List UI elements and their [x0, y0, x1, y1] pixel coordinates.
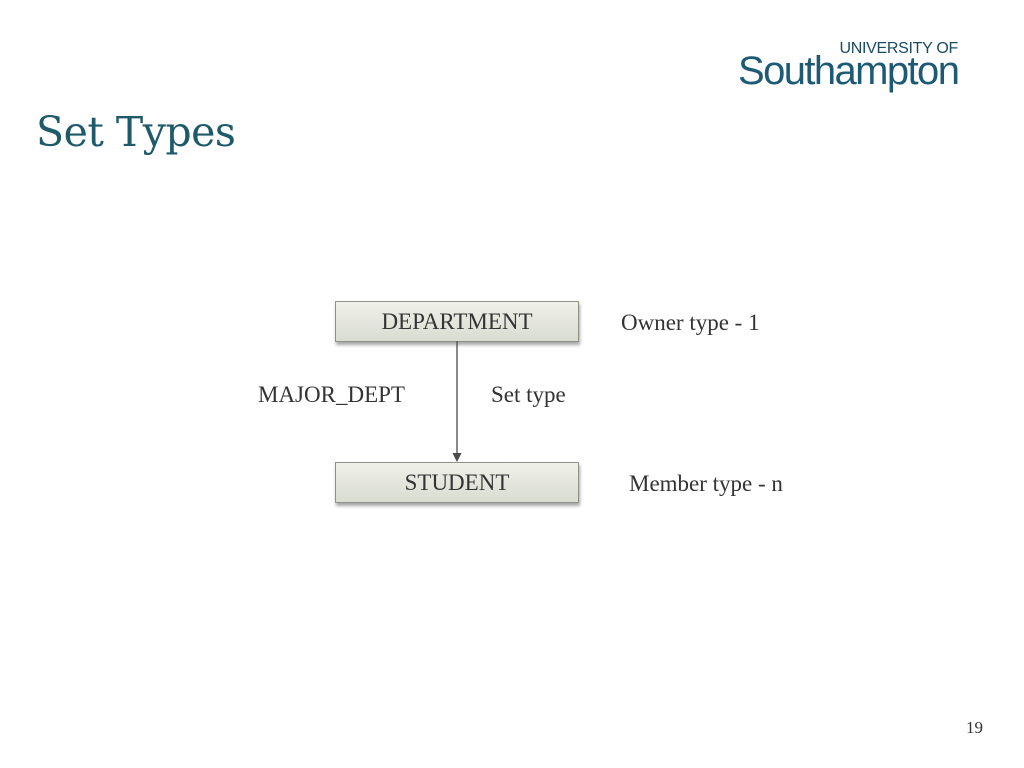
- member-record-box: STUDENT: [335, 462, 579, 503]
- set-relationship-arrow: [452, 341, 462, 462]
- slide-title: Set Types: [36, 108, 236, 156]
- owner-record-box: DEPARTMENT: [335, 301, 579, 342]
- logo-southampton-text: Southampton: [738, 49, 960, 93]
- member-record-label: STUDENT: [404, 469, 510, 495]
- university-logo: UNIVERSITY OF Southampton: [738, 38, 988, 98]
- page-number: 19: [966, 718, 983, 737]
- logo-university-of-text: UNIVERSITY OF: [839, 40, 959, 57]
- set-type-label: Set type: [491, 382, 566, 407]
- member-type-label: Member type - n: [629, 471, 783, 496]
- set-name-label: MAJOR_DEPT: [258, 382, 405, 407]
- owner-type-label: Owner type - 1: [621, 310, 760, 335]
- owner-record-label: DEPARTMENT: [381, 308, 533, 334]
